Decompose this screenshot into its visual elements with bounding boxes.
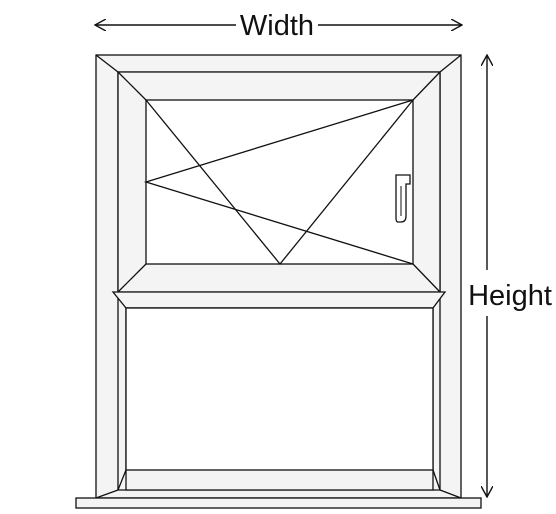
lower-glass xyxy=(125,307,434,471)
sash-miter-tr xyxy=(412,71,441,101)
sash-miter-bl xyxy=(117,263,147,293)
frame-miter-br xyxy=(439,489,462,499)
transom-bar xyxy=(111,291,447,309)
hinge-indicator-top xyxy=(145,99,414,266)
sash-glass xyxy=(145,99,414,265)
window-sill xyxy=(75,497,482,509)
height-dimension: Height xyxy=(468,55,552,497)
sill-board xyxy=(75,497,482,509)
frame-miter-bl xyxy=(95,489,119,499)
frame-miter-tl xyxy=(95,54,119,73)
lower-pane xyxy=(117,307,441,491)
hinge-indicator-side xyxy=(143,99,414,265)
lower-miter-bl xyxy=(117,469,127,491)
handle-icon xyxy=(395,174,411,223)
height-label: Height xyxy=(468,280,552,312)
sash-miter-tl xyxy=(117,71,147,101)
lower-miter-br xyxy=(432,469,441,491)
upper-sash xyxy=(117,71,441,293)
width-dimension: Width xyxy=(95,10,462,42)
width-label: Width xyxy=(240,10,314,42)
sash-miter-br xyxy=(412,263,441,293)
transom-bevel xyxy=(111,291,447,309)
frame-miter-tr xyxy=(439,54,462,73)
